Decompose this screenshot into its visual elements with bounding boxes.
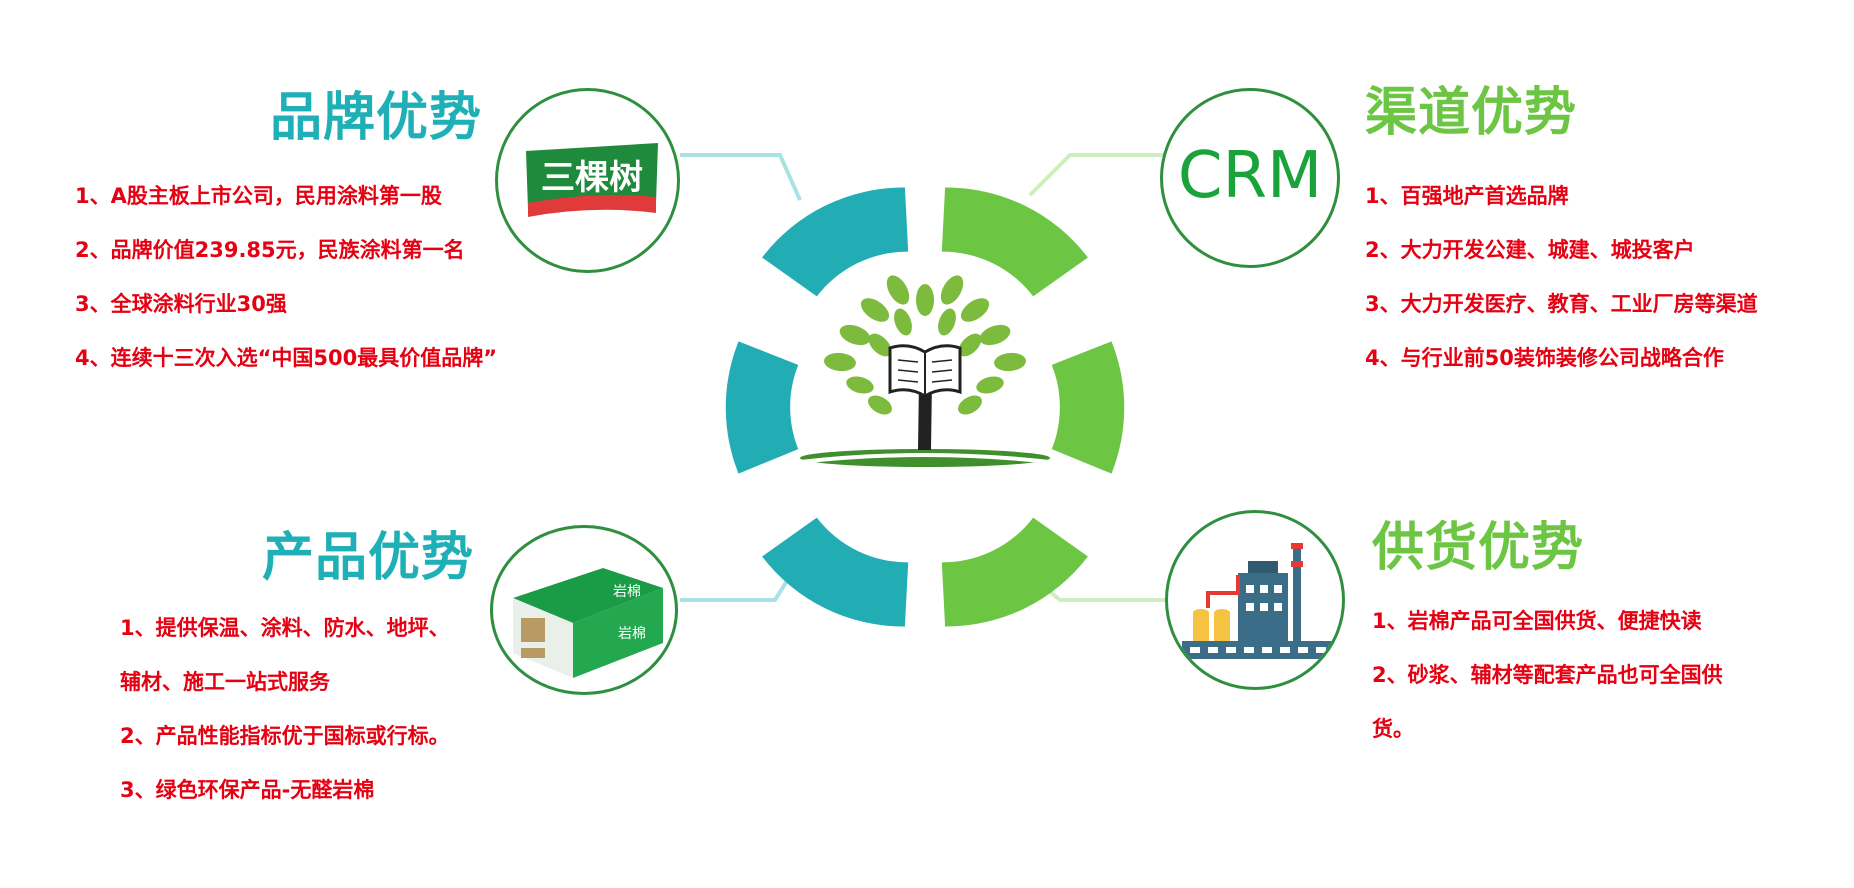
brand-title: 品牌优势	[270, 88, 483, 148]
brand-logo: 三棵树	[526, 143, 658, 217]
ring-segment-left	[725, 341, 799, 474]
list-item: 货。	[1372, 717, 1414, 741]
ring-segment-right	[1051, 341, 1125, 474]
list-item: 2、品牌价值239.85元，民族涂料第一名	[75, 238, 465, 262]
ring-segment-top-left	[762, 187, 909, 297]
list-item: 3、大力开发医疗、教育、工业厂房等渠道	[1365, 292, 1758, 316]
list-item: 1、百强地产首选品牌	[1365, 184, 1569, 208]
product-title: 产品优势	[262, 528, 475, 588]
tree-book-icon	[799, 275, 1051, 467]
list-item: 3、绿色环保产品-无醛岩棉	[120, 778, 375, 802]
ring-segments	[725, 187, 1125, 627]
brand-logo-circle: 三棵树	[495, 88, 680, 273]
list-item: 2、产品性能指标优于国标或行标。	[120, 724, 450, 748]
list-item: 4、与行业前50装饰装修公司战略合作	[1365, 346, 1724, 370]
list-item: 1、A股主板上市公司，民用涂料第一股	[75, 184, 442, 208]
ring-segment-top-right	[941, 187, 1088, 297]
product-list: 1、提供保温、涂料、防水、地坪、 辅材、施工一站式服务 2、产品性能指标优于国标…	[120, 612, 450, 828]
list-item: 辅材、施工一站式服务	[120, 670, 330, 694]
list-item: 1、提供保温、涂料、防水、地坪、	[120, 616, 450, 640]
list-item: 2、砂浆、辅材等配套产品也可全国供	[1372, 663, 1723, 687]
list-item: 3、全球涂料行业30强	[75, 292, 287, 316]
channel-list: 1、百强地产首选品牌 2、大力开发公建、城建、城投客户 3、大力开发医疗、教育、…	[1365, 180, 1758, 396]
supply-list: 1、岩棉产品可全国供货、便捷快读 2、砂浆、辅材等配套产品也可全国供 货。	[1372, 605, 1723, 767]
channel-title: 渠道优势	[1365, 83, 1578, 143]
list-item: 2、大力开发公建、城建、城投客户	[1365, 238, 1695, 262]
package-label-1: 岩棉	[613, 583, 641, 600]
list-item: 1、岩棉产品可全国供货、便捷快读	[1372, 609, 1702, 633]
product-image-circle: 岩棉 岩棉	[490, 525, 678, 695]
ring-segment-bottom-left	[762, 517, 909, 627]
crm-logo-circle: CRM	[1160, 88, 1340, 268]
brand-logo-text: 三棵树	[541, 158, 643, 198]
factory-icon	[1182, 543, 1334, 659]
list-item: 4、连续十三次入选“中国500最具价值品牌”	[75, 346, 498, 370]
package-label-2: 岩棉	[618, 625, 646, 642]
ring-segment-bottom-right	[941, 517, 1088, 627]
crm-logo-text: CRM	[1177, 139, 1323, 213]
rockwool-package-image: 岩棉 岩棉	[513, 568, 663, 678]
factory-circle	[1165, 510, 1345, 690]
supply-title: 供货优势	[1372, 518, 1585, 578]
brand-list: 1、A股主板上市公司，民用涂料第一股 2、品牌价值239.85元，民族涂料第一名…	[75, 180, 497, 396]
